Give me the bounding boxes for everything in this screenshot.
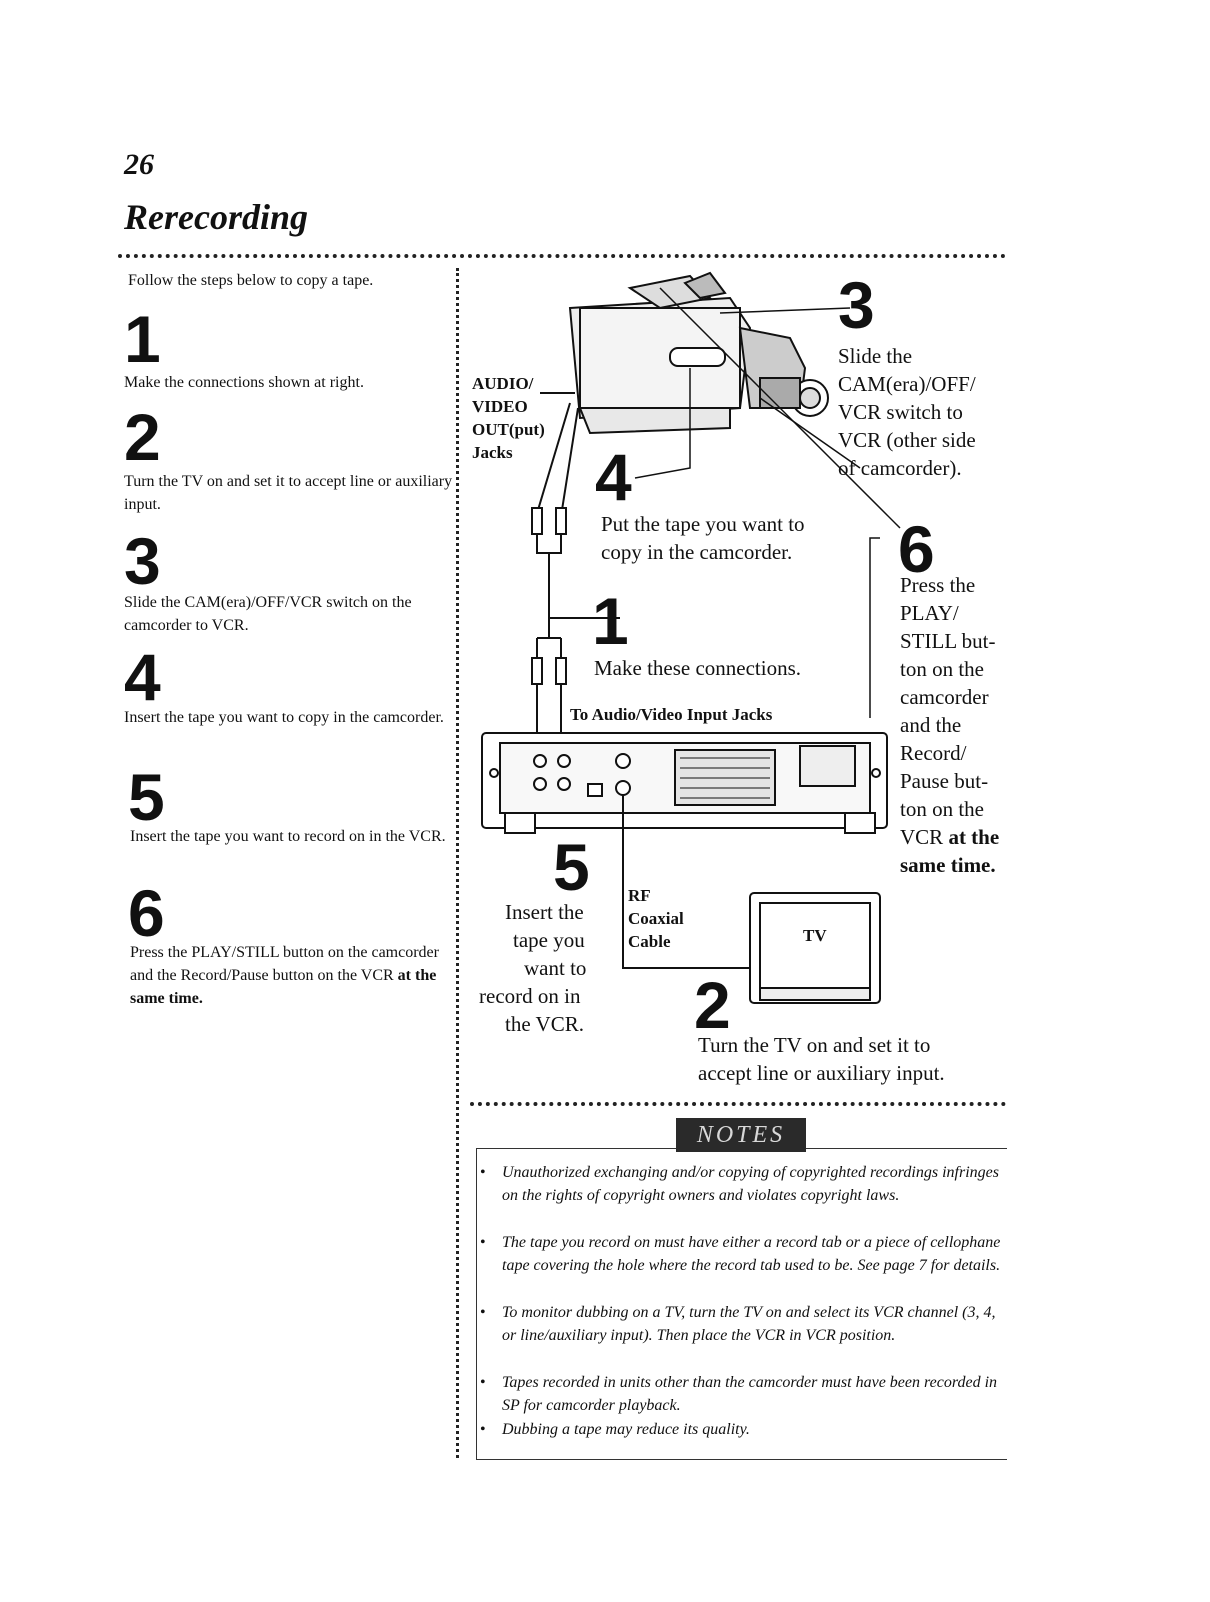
column-divider (456, 268, 459, 1458)
callout-2-line-1: Turn the TV on and set it to (698, 1033, 931, 1057)
callout-3-line-2: CAM(era)/OFF/ (838, 372, 976, 396)
callout-5-line-4: record on in (479, 984, 581, 1008)
callout-5-number: 5 (553, 830, 590, 904)
note-item: •The tape you record on must have either… (480, 1234, 1001, 1274)
step-1-number: 1 (124, 302, 161, 376)
callout-6-line-2: PLAY/ (900, 601, 959, 625)
callout-6-line-4: ton on the (900, 657, 984, 681)
callout-3-line-1: Slide the (838, 344, 913, 368)
callout-3-line-5: of camcorder). (838, 456, 962, 480)
note-item: •To monitor dubbing on a TV, turn the TV… (480, 1304, 996, 1344)
av-out-label-2: VIDEO (472, 397, 528, 416)
callout-1-text: Make these connections. (594, 656, 802, 680)
step-2-number: 2 (124, 400, 161, 474)
callout-4-number: 4 (595, 440, 632, 514)
notes-badge: NOTES (676, 1118, 806, 1152)
callout-6-line-7: Record/ (900, 741, 967, 765)
tv-label: TV (803, 926, 827, 945)
intro-text: Follow the steps below to copy a tape. (128, 272, 374, 289)
callout-6-line-6: and the (900, 713, 962, 737)
callout-6-line-8: Pause but- (900, 769, 989, 793)
vcr-illustration (481, 732, 888, 834)
step-2-text: Turn the TV on and set it to accept line… (124, 473, 453, 513)
input-jacks-label: To Audio/Video Input Jacks (570, 705, 773, 724)
callout-6-line-5: camcorder (900, 685, 989, 709)
callout-6-line-1: Press the (900, 573, 976, 597)
callout-3-line-3: VCR switch to (838, 400, 963, 424)
step-3-number: 3 (124, 524, 161, 598)
av-out-label-4: Jacks (472, 443, 513, 462)
note-item: •Tapes recorded in units other than the … (480, 1374, 998, 1414)
callout-2-number: 2 (694, 968, 731, 1042)
callout-6-number: 6 (898, 512, 935, 586)
camcorder-illustration (568, 271, 829, 435)
note-item: •Dubbing a tape may reduce its quality. (480, 1421, 750, 1438)
rf-label-1: RF (628, 886, 651, 905)
step-5-number: 5 (128, 760, 165, 834)
notes-divider (470, 1102, 1006, 1106)
step-5-text: Insert the tape you want to record on in… (130, 828, 446, 845)
callout-6-line-3: STILL but- (900, 629, 996, 653)
av-out-label-3: OUT(put) (472, 420, 545, 439)
tv-illustration (749, 892, 881, 1004)
callout-6-line-9: ton on the (900, 797, 984, 821)
callout-4-line-1: Put the tape you want to (601, 512, 805, 536)
page-number: 26 (124, 148, 154, 181)
callout-6-line-11: same time. (900, 853, 996, 877)
callout-4-line-2: copy in the camcorder. (601, 540, 793, 564)
header-divider (118, 254, 1006, 258)
note-item: •Unauthorized exchanging and/or copying … (480, 1164, 999, 1204)
callout-2-line-2: accept line or auxiliary input. (698, 1061, 945, 1085)
callout-5-line-5: the VCR. (505, 1012, 584, 1036)
page-title: Rerecording (124, 197, 308, 237)
step-4-text: Insert the tape you want to copy in the … (124, 709, 444, 726)
callout-5-line-1: Insert the (505, 900, 584, 924)
callout-3-number: 3 (838, 268, 875, 342)
callout-6-line-10: VCR at the (900, 825, 1000, 849)
step-1-text: Make the connections shown at right. (124, 374, 364, 391)
rf-label-3: Cable (628, 932, 671, 951)
step-6-number: 6 (128, 876, 165, 950)
step-6-text: Press the PLAY/STILL button on the camco… (130, 944, 439, 1007)
rf-label-2: Coaxial (628, 909, 684, 928)
av-out-label-1: AUDIO/ (472, 374, 534, 393)
connection-diagram (481, 271, 901, 1004)
callout-5-line-3: want to (524, 956, 587, 980)
step-3-text: Slide the CAM(era)/OFF/VCR switch on the… (124, 594, 412, 634)
callout-5-line-2: tape you (513, 928, 585, 952)
step-4-number: 4 (124, 640, 161, 714)
callout-1-number: 1 (592, 584, 629, 658)
callout-3-line-4: VCR (other side (838, 428, 976, 452)
